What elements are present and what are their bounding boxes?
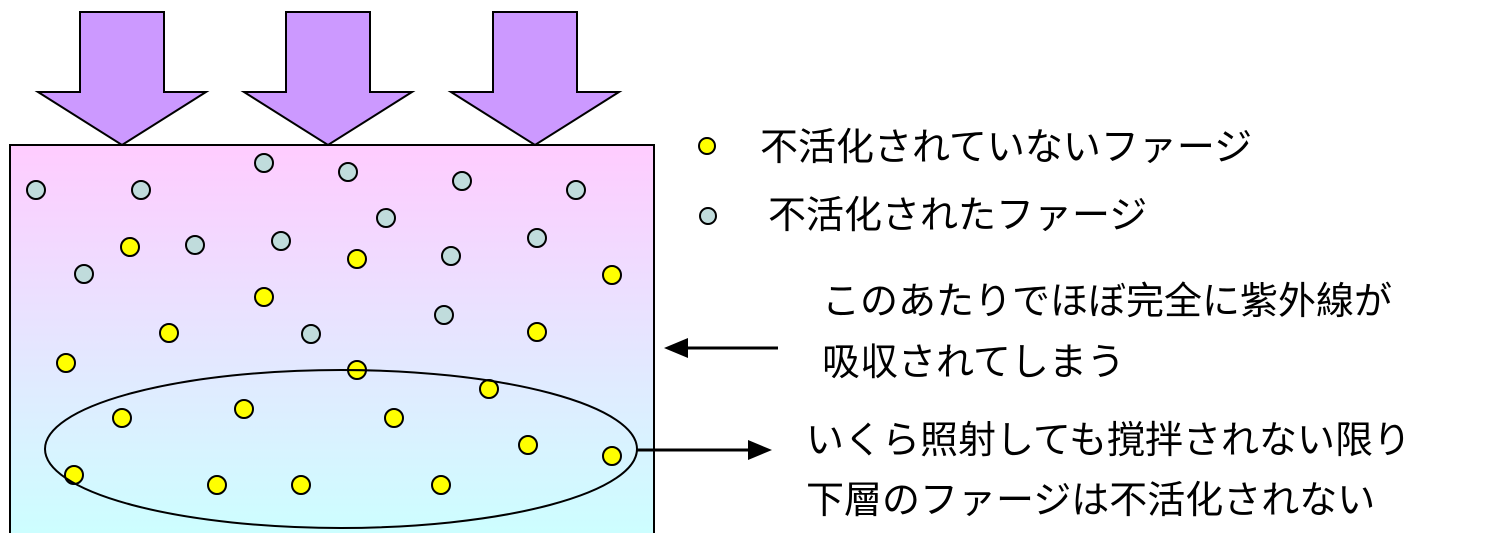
active-phage [602, 265, 622, 285]
inactive-phage [338, 162, 358, 182]
inactive-phage [441, 246, 461, 266]
inactive-phage [301, 324, 321, 344]
uv-arrows [34, 11, 623, 147]
active-phage [527, 322, 547, 342]
legend-active-marker [698, 137, 716, 155]
uv-arrow [34, 11, 210, 147]
active-phage [112, 408, 132, 428]
absorption-note: このあたりでほぼ完全に紫外線が 吸収されてしまう [822, 279, 1392, 384]
active-phage [384, 408, 404, 428]
active-phage [518, 435, 538, 455]
active-phage [207, 475, 227, 495]
inactive-phage [566, 180, 586, 200]
lower-layer-arrow [637, 440, 772, 460]
legend-inactive-marker [699, 207, 717, 225]
active-phage [56, 353, 76, 373]
inactive-phages [26, 153, 586, 344]
absorption-arrow [664, 338, 778, 358]
uv-arrow [447, 11, 623, 147]
inactive-phage [26, 180, 46, 200]
inactive-phage [185, 235, 205, 255]
lower-layer-note-line2: 下層のファージは不活化されない [806, 478, 1375, 522]
inactive-phage [131, 180, 151, 200]
active-phage [347, 249, 367, 269]
uv-arrow [240, 11, 416, 147]
active-phage [254, 287, 274, 307]
active-phage [602, 446, 622, 466]
active-phage [120, 237, 140, 257]
legend-active-label: 不活化されていないファージ [760, 125, 1252, 169]
active-phage [234, 399, 254, 419]
liquid-container [9, 144, 655, 533]
inactive-phage [376, 208, 396, 228]
active-phages [56, 237, 622, 495]
active-phage [479, 379, 499, 399]
inactive-phage [74, 264, 94, 284]
absorption-note-line2: 吸収されてしまう [822, 340, 1125, 384]
active-phage [431, 475, 451, 495]
legend-inactive-label: 不活化されたファージ [768, 193, 1147, 237]
inactive-phage [271, 231, 291, 251]
inactive-phage [434, 305, 454, 325]
lower-layer-note-line1: いくら照射しても撹拌されない限り [806, 418, 1411, 462]
active-phage [159, 323, 179, 343]
inactive-phage [527, 228, 547, 248]
lower-layer-note: いくら照射しても撹拌されない限り 下層のファージは不活化されない [806, 418, 1411, 522]
absorption-note-line1: このあたりでほぼ完全に紫外線が [822, 279, 1392, 323]
active-phage [291, 475, 311, 495]
legend: 不活化されていないファージ 不活化されたファージ [698, 125, 1252, 237]
inactive-phage [452, 171, 472, 191]
inactive-phage [254, 153, 274, 173]
active-phage [64, 465, 84, 485]
